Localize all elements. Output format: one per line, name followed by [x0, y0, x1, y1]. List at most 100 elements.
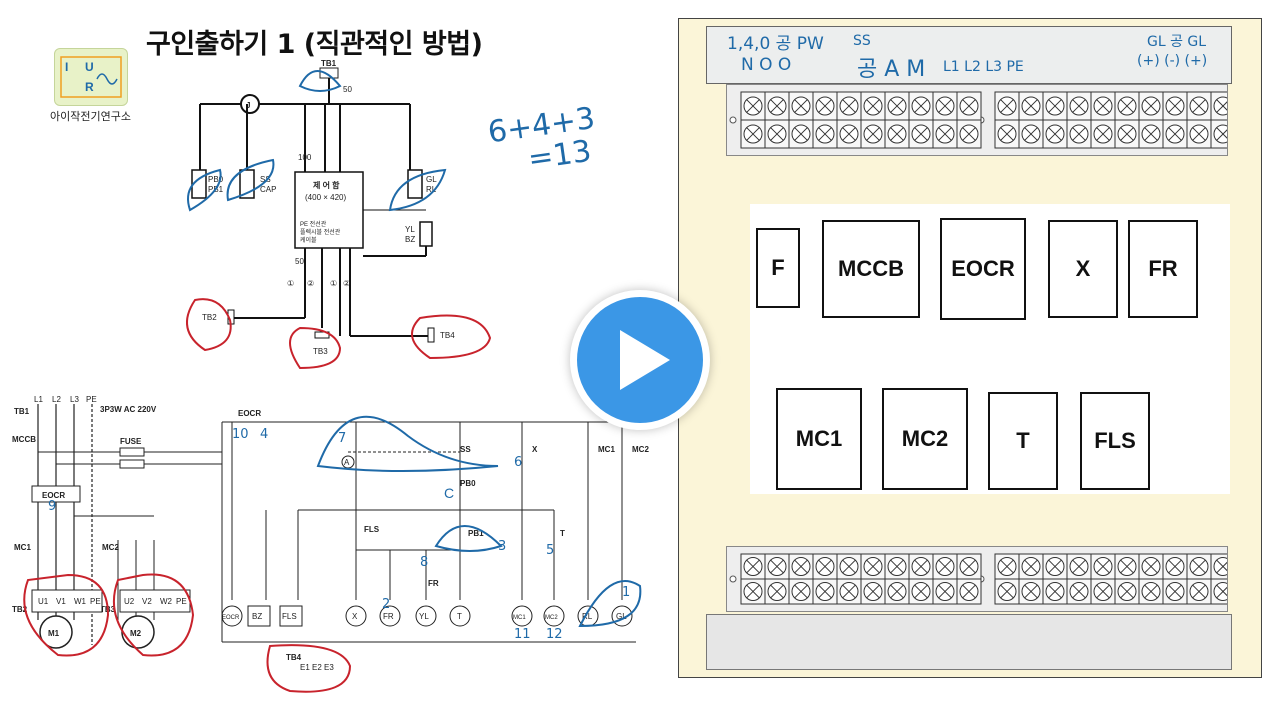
- play-icon[interactable]: [620, 330, 670, 390]
- control-box: [294, 171, 364, 249]
- terminal-screw: [764, 553, 790, 580]
- terminal-screw: [1186, 553, 1212, 580]
- supply-label: 3P3W AC 220V: [100, 405, 157, 414]
- component-mc1: MC1: [776, 388, 862, 490]
- handwritten-calculation: 6+4+3 =13: [486, 101, 601, 181]
- terminal-screw: [932, 91, 958, 121]
- mc1-label: MC1: [14, 543, 31, 552]
- size-50: 50: [295, 257, 304, 266]
- junction-label: J: [246, 101, 250, 110]
- terminal-screw: [812, 553, 838, 580]
- terminal-strip-bottom: [726, 546, 1236, 612]
- terminal-screw: [1018, 553, 1044, 580]
- hw-header-6: GL 공 GL: [1147, 34, 1207, 50]
- component-eocr: EOCR: [940, 218, 1026, 320]
- control-box-note-3: 케이블: [300, 236, 317, 244]
- tb4-e2: E2: [312, 663, 322, 672]
- page-title: 구인출하기 1 (직관적인 방법): [146, 29, 483, 60]
- lamp-gl: GL: [616, 612, 627, 621]
- line-l2: L2: [52, 395, 61, 404]
- ctrl-ss-label: SS: [460, 445, 471, 454]
- gl-label: GL: [426, 175, 437, 184]
- hw-num-1: 1: [622, 585, 630, 600]
- terminal-screw: [740, 578, 766, 605]
- m1-term-pe: PE: [90, 597, 101, 606]
- logo-badge: I U R: [54, 48, 128, 106]
- logo-letter-i: I: [65, 60, 68, 74]
- terminal-screw: [812, 119, 838, 149]
- tb4-terminal: [427, 327, 435, 343]
- terminal-screw: [812, 578, 838, 605]
- tb2-label: TB2: [202, 313, 217, 322]
- terminal-screw: [956, 578, 982, 605]
- component-x: X: [1048, 220, 1118, 318]
- terminal-screw: [884, 91, 910, 121]
- terminal-screw: [1042, 578, 1068, 605]
- terminal-screw: [1090, 119, 1116, 149]
- mc2-label: MC2: [102, 543, 119, 552]
- control-box-note-2: 플렉시블 전선관: [300, 228, 341, 236]
- m1-term-w: W1: [74, 597, 87, 606]
- terminal-screw: [1210, 553, 1236, 580]
- tb1-size: 50: [343, 85, 352, 94]
- bottom-tb1-label: TB1: [14, 407, 30, 416]
- terminal-screw: [908, 553, 934, 580]
- lamp-mc2: MC2: [545, 615, 558, 621]
- component-fls: FLS: [1080, 392, 1150, 490]
- terminal-screw: [1066, 119, 1092, 149]
- mounting-hole: [729, 575, 737, 583]
- bz-label: BZ: [405, 235, 415, 244]
- terminal-screw: [1210, 91, 1236, 121]
- terminal-screw: [1138, 578, 1164, 605]
- terminal-screw: [994, 553, 1020, 580]
- hw-num-7: 7: [338, 431, 346, 446]
- layout-schematic: TB1 50 J 100 PB0 PB1 SS CAP GL RL 제 어 함 …: [186, 60, 492, 370]
- motor-m1: [39, 615, 73, 649]
- hw-header-4: 공 A M: [857, 57, 926, 82]
- logo: I U R 아이작전기연구소: [50, 24, 131, 123]
- ctrl-fls-label: FLS: [364, 525, 380, 534]
- line-l1: L1: [34, 395, 43, 404]
- ss-label: SS: [260, 175, 271, 184]
- terminal-screw: [908, 91, 934, 121]
- m2-term-v: V2: [142, 597, 152, 606]
- hw-num-9: 9: [48, 499, 56, 514]
- hw-num-5: 5: [546, 543, 554, 558]
- terminal-screw: [884, 553, 910, 580]
- terminal-strip-top: [726, 84, 1236, 156]
- terminal-screw: [764, 91, 790, 121]
- terminal-screw: [1114, 578, 1140, 605]
- terminal-screw: [994, 91, 1020, 121]
- terminal-screw: [1066, 578, 1092, 605]
- terminal-screw: [1138, 553, 1164, 580]
- mounting-hole: [729, 116, 737, 124]
- terminal-screw: [836, 578, 862, 605]
- ctrl-x-label: X: [532, 445, 538, 454]
- control-box-title: 제 어 함: [313, 180, 340, 190]
- pb0-label: PB0: [208, 175, 224, 184]
- terminal-screw: [1018, 119, 1044, 149]
- lamp-t: T: [457, 612, 462, 621]
- terminal-screw: [932, 578, 958, 605]
- terminal-screw: [1138, 119, 1164, 149]
- terminal-screw: [1138, 91, 1164, 121]
- terminal-screw: [740, 119, 766, 149]
- terminal-screw: [1162, 119, 1188, 149]
- hw-header-7: (+) (-) (+): [1137, 53, 1208, 69]
- terminal-screw: [1210, 578, 1236, 605]
- hw-header-2: N O O: [741, 55, 792, 75]
- hw-num-11: 11: [514, 627, 531, 642]
- terminal-screw: [1186, 119, 1212, 149]
- component-t: T: [988, 392, 1058, 490]
- motor-m1-label: M1: [48, 629, 60, 638]
- component-f: F: [756, 228, 800, 308]
- hw-num-3: 3: [498, 539, 506, 554]
- m1-term-u: U1: [38, 597, 49, 606]
- terminal-screw: [932, 119, 958, 149]
- lamp-rl: RL: [582, 612, 593, 621]
- line-l3: L3: [70, 395, 79, 404]
- hw-num-10: 10: [232, 427, 249, 442]
- terminal-screw: [788, 578, 814, 605]
- terminal-screw: [1066, 91, 1092, 121]
- terminal-strip-top-graphic: [729, 91, 1236, 149]
